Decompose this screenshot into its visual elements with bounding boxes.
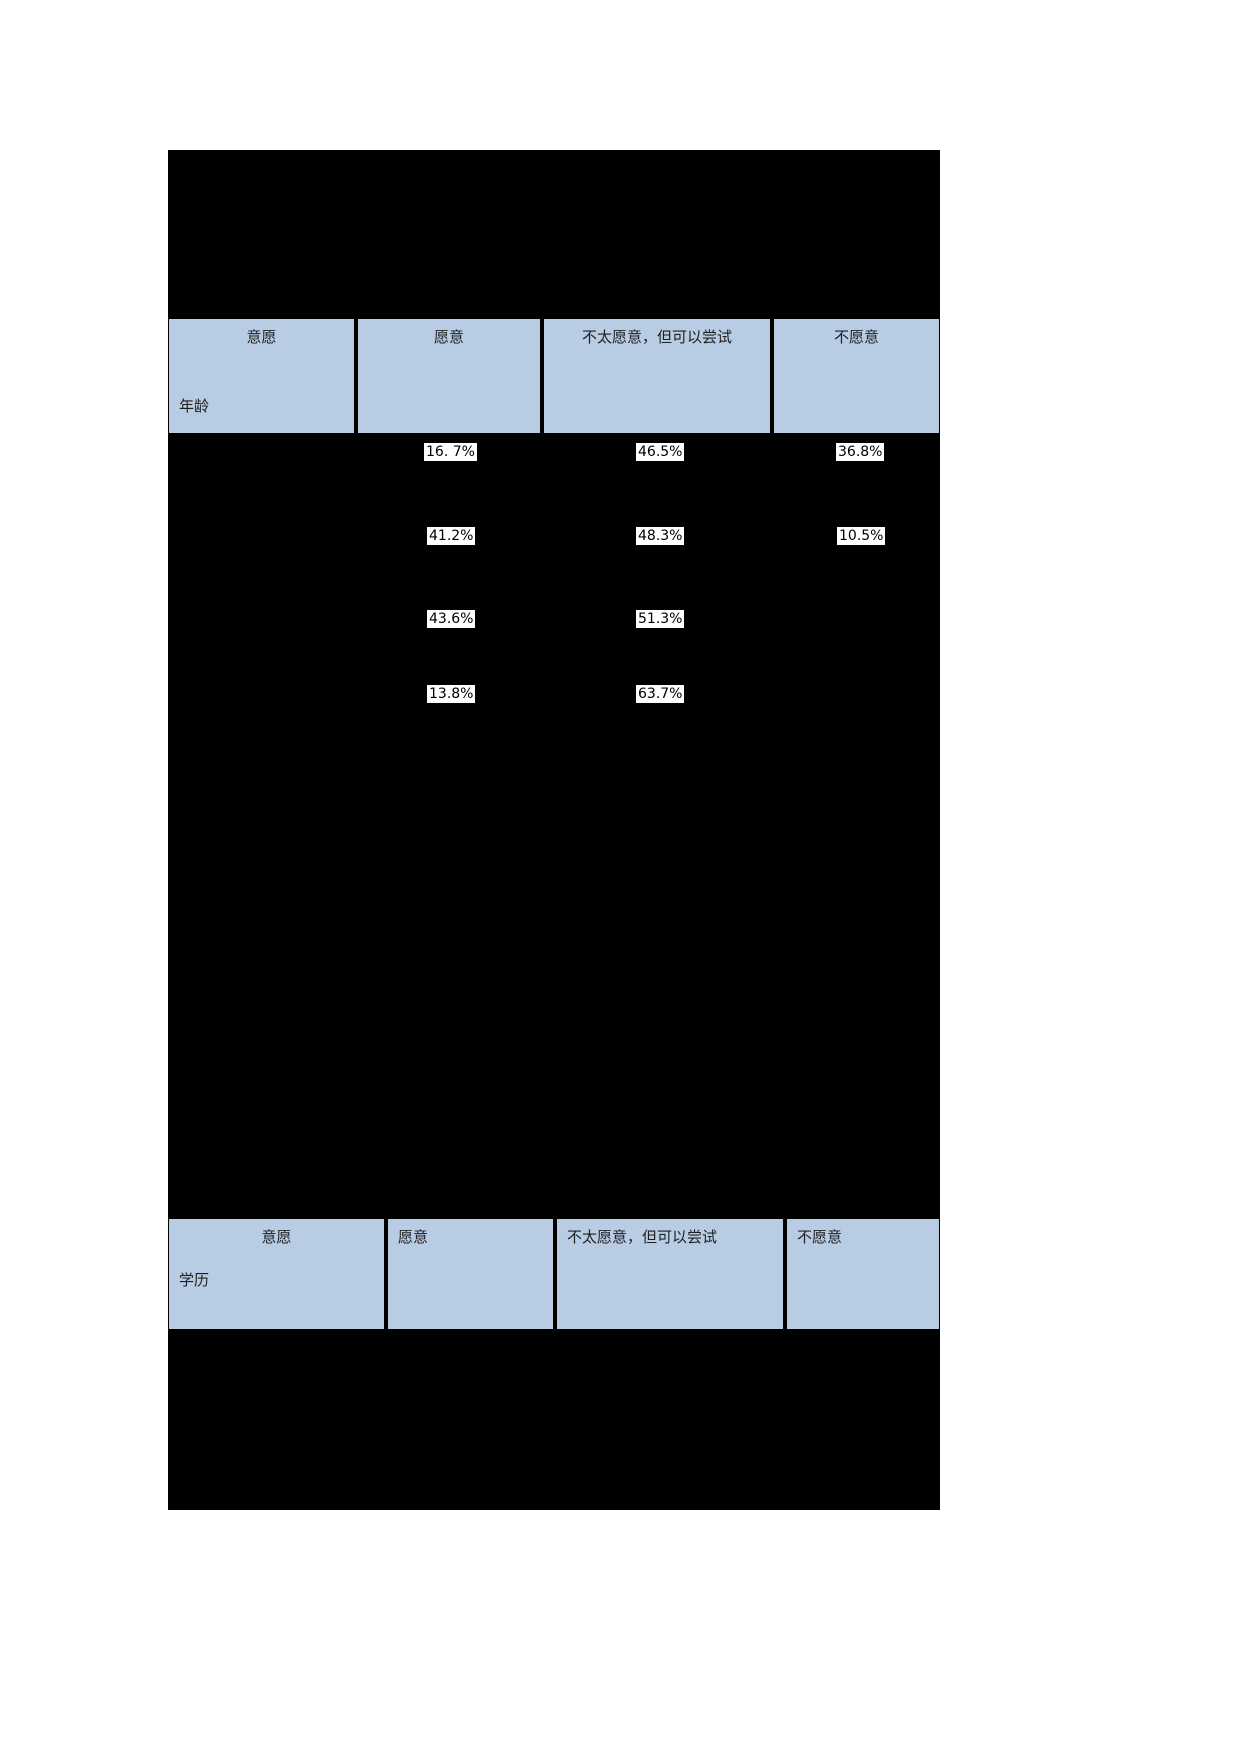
table2-corner-top-label: 意愿	[261, 1228, 292, 1246]
table2-header-unwilling: 不愿意	[786, 1218, 940, 1330]
table1-row2-unwilling-value: 10.5%	[837, 527, 886, 545]
table1-header-willing-label: 愿意	[433, 328, 464, 346]
table1-row3-willing-value: 43.6%	[427, 610, 476, 628]
table2-header-unwilling-label: 不愿意	[797, 1228, 843, 1246]
table1-header-maybe-label: 不太愿意，但可以尝试	[581, 328, 732, 346]
table1-row4-maybe-value: 63.7%	[636, 685, 685, 703]
table1-row1-maybe-value: 46.5%	[636, 443, 685, 461]
table2-header-willing-label: 愿意	[398, 1228, 429, 1246]
table1-row2-willing-value: 41.2%	[427, 527, 476, 545]
table2-corner-header-cell: 意愿 学历	[168, 1218, 385, 1330]
table1-header-unwilling: 不愿意	[773, 318, 940, 434]
table2-header-maybe-label: 不太愿意，但可以尝试	[567, 1228, 718, 1246]
table2-header-willing: 愿意	[387, 1218, 554, 1330]
table1-row1-willing-value: 16. 7%	[424, 443, 477, 461]
table2-corner-bottom-label: 学历	[179, 1271, 210, 1289]
table1-row4-willing-value: 13.8%	[427, 685, 476, 703]
table1-corner-header-cell: 意愿 年龄	[168, 318, 355, 434]
table1-row1-unwilling-value: 36.8%	[836, 443, 885, 461]
table1-header-willing: 愿意	[357, 318, 541, 434]
table1-row3-maybe-value: 51.3%	[636, 610, 685, 628]
table1-corner-top-label: 意愿	[246, 328, 277, 346]
table1-corner-bottom-label: 年龄	[179, 397, 210, 415]
table1-header-unwilling-label: 不愿意	[833, 328, 879, 346]
table1-row2-maybe-value: 48.3%	[636, 527, 685, 545]
table2-header-maybe: 不太愿意，但可以尝试	[556, 1218, 784, 1330]
table1-header-maybe: 不太愿意，但可以尝试	[543, 318, 771, 434]
